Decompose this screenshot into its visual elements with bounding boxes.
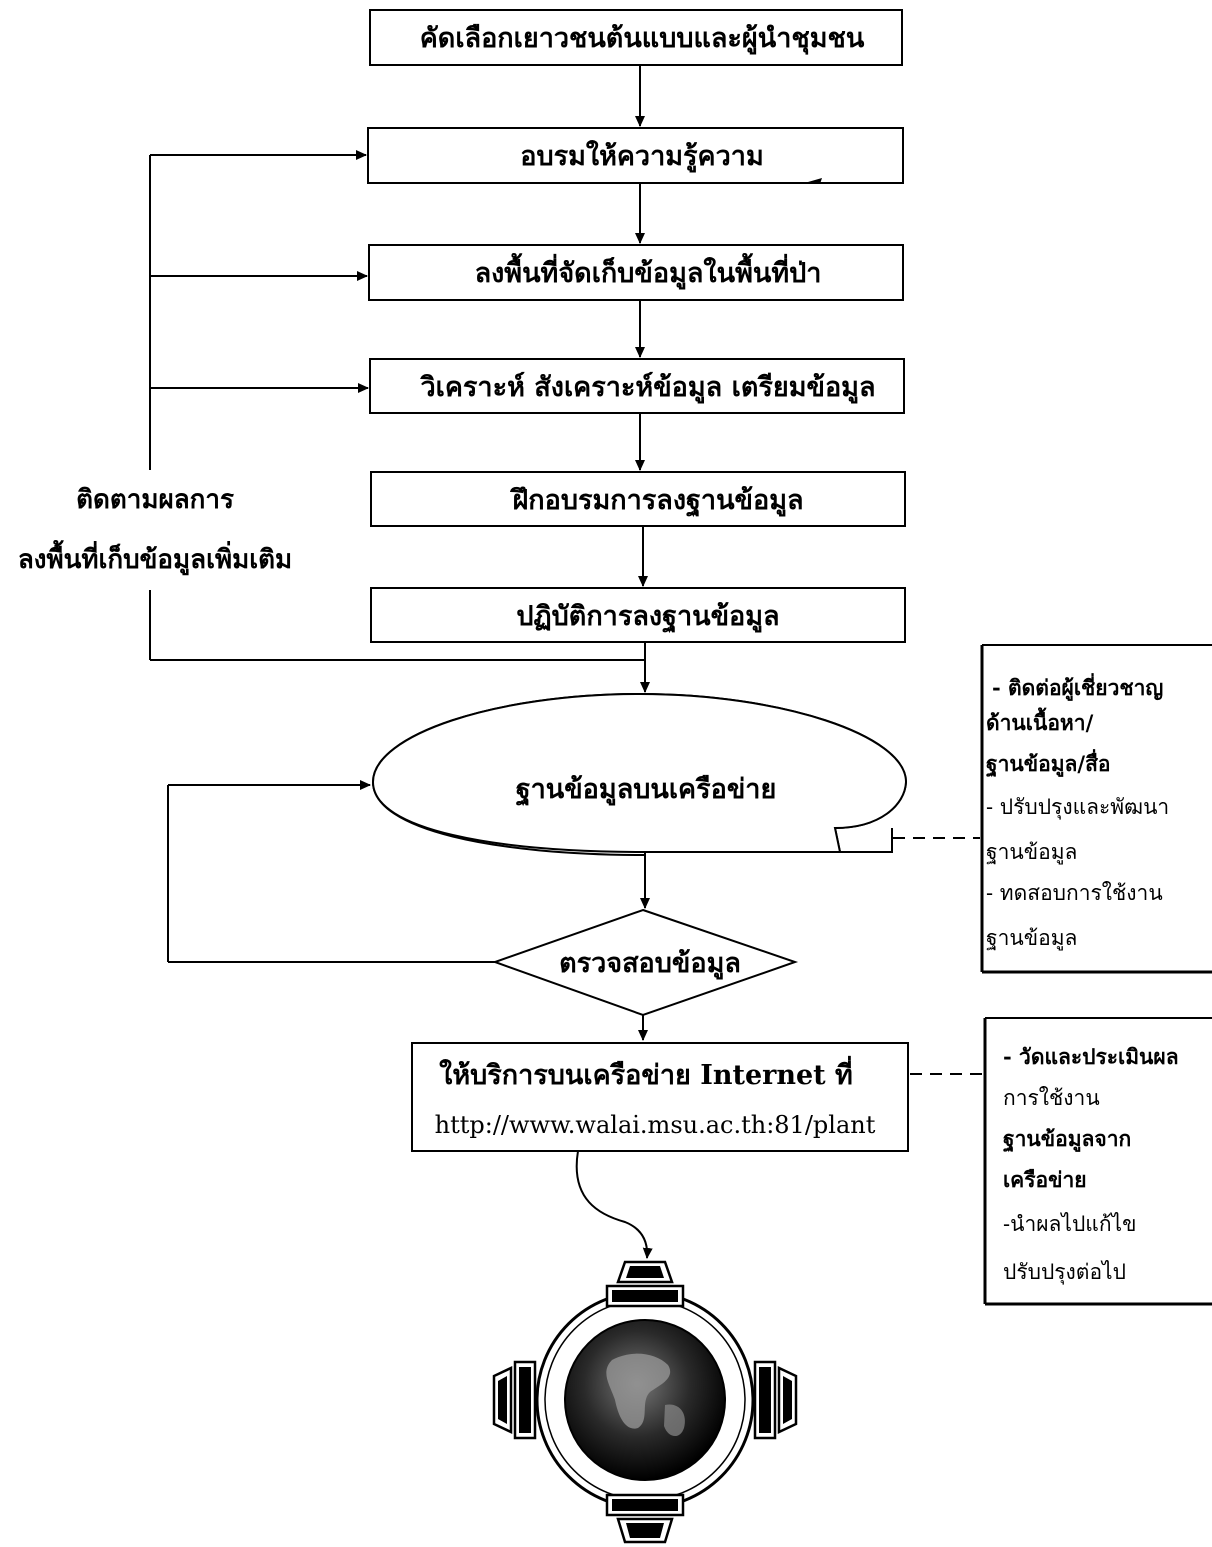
step-select-label: คัดเลือกเยาวชนต้นแบบและผู้นำชุมชน	[420, 23, 865, 55]
step-practice-db-label: ปฏิบัติการลงฐานข้อมูล	[516, 601, 779, 634]
note-evaluate-line-1: - วัดและประเมินผล	[1003, 1044, 1179, 1069]
step-analyze-label: วิเคราะห์ สังเคราะห์ข้อมูล เตรียมข้อมูล	[420, 371, 876, 404]
verify-loop	[167, 780, 495, 963]
step-analyze: วิเคราะห์ สังเคราะห์ข้อมูล เตรียมข้อมูล	[369, 358, 905, 414]
note-expert-box: - ติดต่อผู้เชี่ยวชาญ ด้านเนื้อหา/ ฐานข้อ…	[980, 644, 1212, 974]
terminal-left	[492, 1360, 537, 1440]
network-db-label: ฐานข้อมูลบนเครือข่าย	[516, 774, 777, 807]
step-train-db: ฝึกอบรมการลงฐานข้อมูล	[370, 471, 906, 527]
note-evaluate-line-4: เครือข่าย	[1003, 1167, 1087, 1192]
note-evaluate-line-5: -นำผลไปแก้ไข	[1003, 1212, 1136, 1236]
step-train-knowledge-label: อบรมให้ความรู้ความ	[520, 140, 764, 173]
feedback-label: ติดตามผลการ ลงพื้นที่เก็บข้อมูลเพิ่มเติม	[18, 485, 292, 576]
step-field-collect: ลงพื้นที่จัดเก็บข้อมูลในพื้นที่ป่า	[368, 244, 904, 301]
verify-label: ตรวจสอบข้อมูล	[559, 948, 741, 980]
note-expert-line-2: ด้านเนื้อหา/	[986, 707, 1094, 735]
note-evaluate-line-3: ฐานข้อมูลจาก	[1003, 1126, 1131, 1153]
note-expert-line-4: - ปรับปรุงและพัฒนา	[986, 795, 1169, 820]
step-train-db-label: ฝึกอบรมการลงฐานข้อมูล	[509, 485, 803, 518]
step-select: คัดเลือกเยาวชนต้นแบบและผู้นำชุมชน	[369, 9, 903, 66]
terminal-bottom	[605, 1493, 685, 1544]
step-field-collect-label: ลงพื้นที่จัดเก็บข้อมูลในพื้นที่ป่า	[475, 252, 822, 290]
note-evaluate-line-6: ปรับปรุงต่อไป	[1003, 1260, 1126, 1285]
feedback-label-line2: ลงพื้นที่เก็บข้อมูลเพิ่มเติม	[18, 539, 292, 576]
note-expert-line-6: - ทดสอบการใช้งาน	[986, 881, 1163, 905]
globe-network-icon	[492, 1260, 798, 1544]
note-expert-line-5: ฐานข้อมูล	[986, 840, 1077, 865]
step-service: ให้บริการบนเครือข่าย Internet ที่ http:/…	[411, 1042, 909, 1152]
note-expert-line-3: ฐานข้อมูล/สื่อ	[986, 748, 1111, 778]
service-label: ให้บริการบนเครือข่าย Internet ที่	[439, 1055, 853, 1091]
terminal-right	[753, 1360, 798, 1440]
note-expert-line-7: ฐานข้อมูล	[986, 926, 1077, 951]
note-expert-line-1: - ติดต่อผู้เชี่ยวชาญ	[992, 672, 1163, 702]
network-db-shape: ฐานข้อมูลบนเครือข่าย	[371, 692, 908, 856]
service-url: http://www.walai.msu.ac.th:81/plant	[435, 1111, 876, 1139]
terminal-top	[605, 1260, 685, 1308]
main-flow-arrows	[635, 65, 650, 1041]
step-practice-db: ปฏิบัติการลงฐานข้อมูล	[370, 587, 906, 643]
note-evaluate-box: - วัดและประเมินผล การใช้งาน ฐานข้อมูลจาก…	[983, 1017, 1212, 1306]
service-to-network-arrow	[575, 1150, 653, 1259]
note-evaluate-line-2: การใช้งาน	[1003, 1086, 1100, 1110]
step-train-knowledge: อบรมให้ความรู้ความ	[367, 127, 904, 184]
feedback-label-line1: ติดตามผลการ	[76, 485, 234, 515]
feedback-loop	[149, 150, 645, 661]
verify-decision: ตรวจสอบข้อมูล	[492, 908, 799, 1017]
